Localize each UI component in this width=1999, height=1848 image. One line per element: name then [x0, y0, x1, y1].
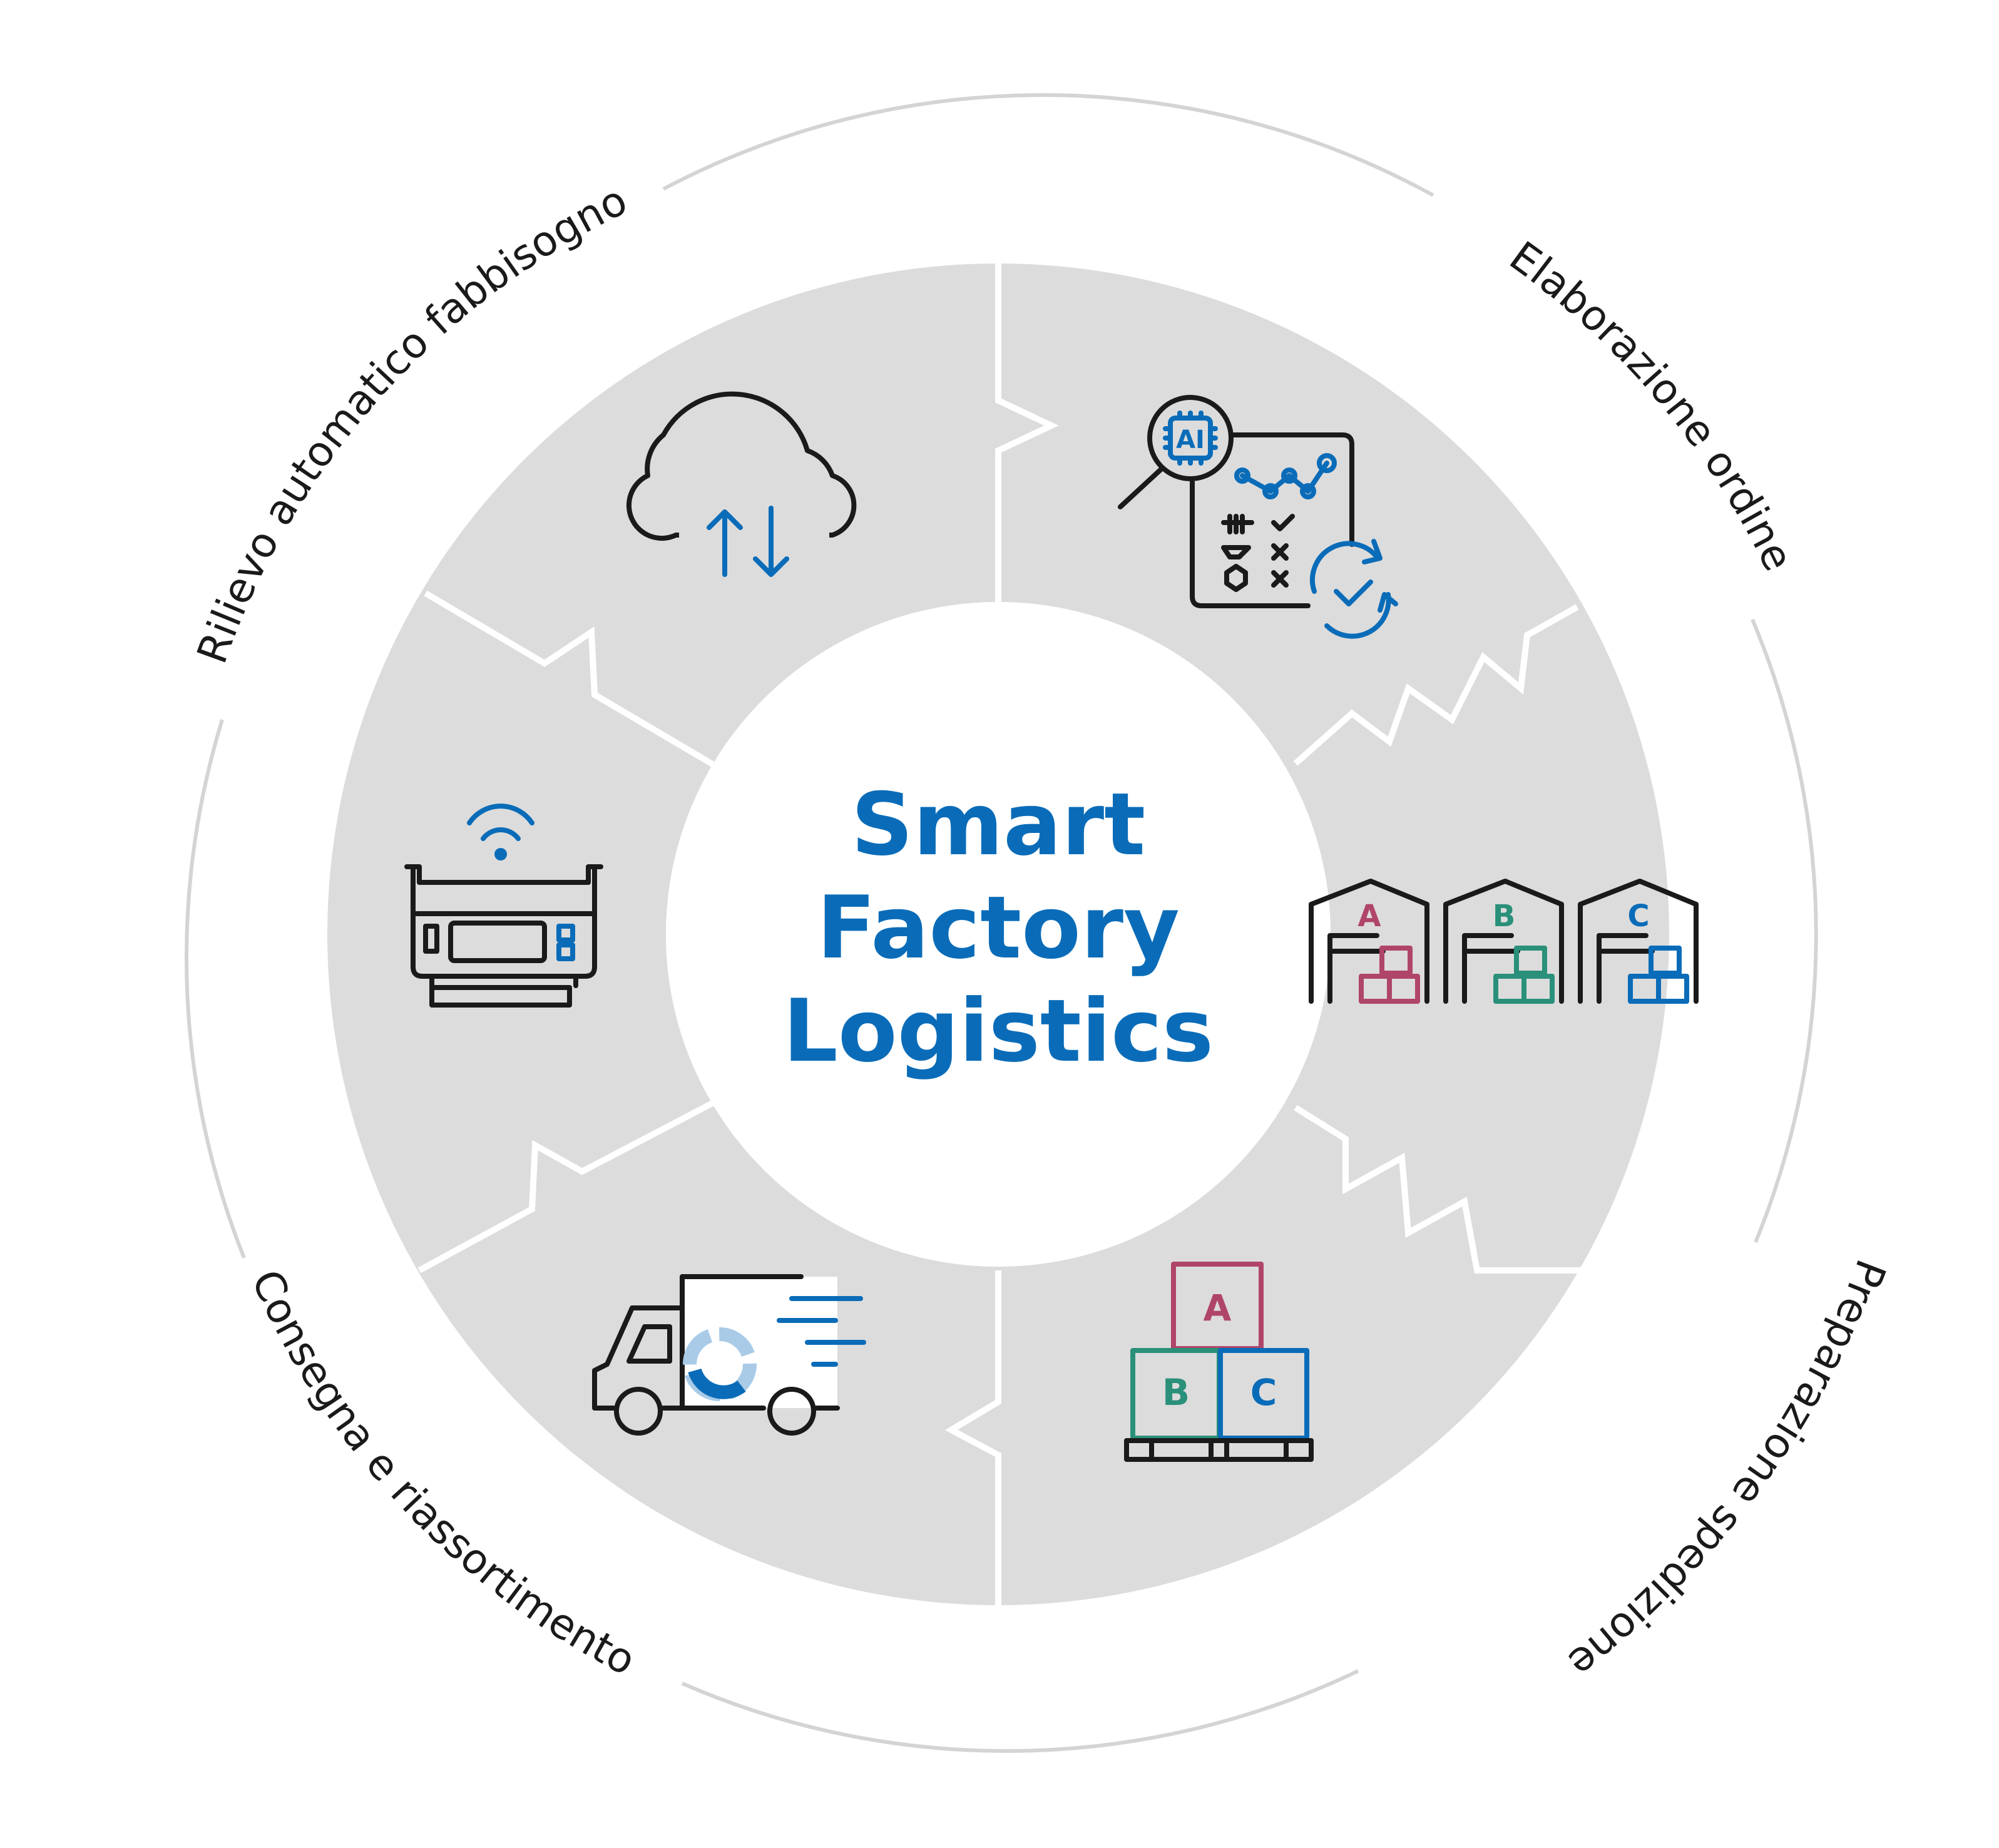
ai-chip-label: AI	[1176, 426, 1205, 454]
divider-top	[995, 263, 1059, 602]
title-line-2: Factory	[817, 877, 1180, 978]
divider-lower-left	[417, 1100, 715, 1274]
warehouse-abc-icon: A B C	[1309, 879, 1699, 1004]
center-hub	[666, 602, 1331, 1267]
warehouse-c-letter: C	[1627, 899, 1649, 934]
warehouse-a-letter: A	[1357, 899, 1381, 934]
pallet-box-b-letter: B	[1162, 1371, 1190, 1414]
center-title: Smart Factory Logistics	[783, 774, 1214, 1081]
outer-ring	[185, 93, 1818, 1753]
warehouse-c: C	[1578, 879, 1699, 1004]
delivery-truck-icon	[592, 1274, 866, 1436]
divider-bottom	[944, 1270, 1001, 1608]
divider-upper-left	[424, 590, 715, 768]
pallet-boxes-icon: A B C	[1124, 1262, 1314, 1462]
divider-upper-right	[1293, 604, 1579, 766]
title-line-1: Smart	[851, 774, 1145, 875]
warehouse-b-letter: B	[1493, 899, 1516, 934]
warehouse-b: B	[1443, 879, 1564, 1004]
divider-lower-right	[1294, 1105, 1580, 1274]
title-line-3: Logistics	[783, 981, 1214, 1081]
wireless-terminal-icon	[404, 804, 603, 1008]
pallet-box-c-letter: C	[1250, 1371, 1277, 1414]
stage-label-order: Elaborazione ordine	[1501, 232, 1802, 578]
segment-dividers	[417, 263, 1580, 1608]
process-ring	[327, 263, 1669, 1605]
warehouse-a: A	[1309, 879, 1429, 1004]
cloud-sync-icon	[626, 391, 857, 577]
pallet-box-a-letter: A	[1204, 1287, 1232, 1329]
ai-order-analysis-icon: AI	[1118, 395, 1398, 639]
stage-label-shipping: Preparazione spedizione	[1559, 1253, 1895, 1688]
